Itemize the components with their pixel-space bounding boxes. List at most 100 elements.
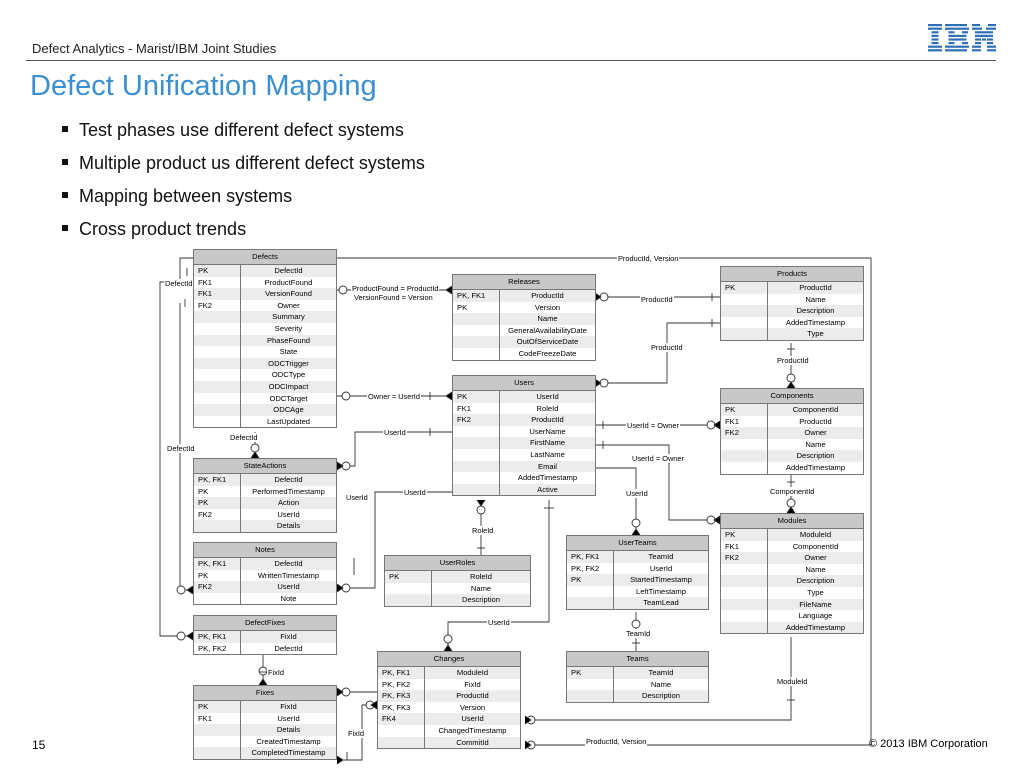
ibm-logo <box>928 24 996 52</box>
key-cell: FK2 <box>721 552 768 564</box>
entity-row: Note <box>194 592 336 605</box>
entity-header: DefectFixes <box>194 616 336 631</box>
key-cell: FK1 <box>453 402 500 415</box>
field-cell: Version <box>459 702 486 712</box>
key-cell: PK, FK3 <box>378 690 425 702</box>
entity-row: TeamLead <box>567 597 708 609</box>
field-cell: ModuleId <box>799 530 832 539</box>
key-cell <box>721 575 768 587</box>
field-cell: FirstName <box>529 438 566 448</box>
field-cell: WrittenTimestamp <box>257 570 320 580</box>
entity-row: Details <box>194 724 336 736</box>
field-cell: PhaseFound <box>266 335 311 345</box>
entity-row: Description <box>721 575 863 587</box>
field-cell: AddedTimestamp <box>785 317 846 327</box>
rel-label: ProductId, Version <box>585 737 648 746</box>
field-cell: DefectId <box>274 266 303 275</box>
field-cell: Description <box>642 691 680 701</box>
field-cell: DefectId <box>274 475 303 484</box>
key-cell <box>567 678 614 691</box>
key-cell <box>194 415 241 428</box>
copyright: © 2013 IBM Corporation <box>869 738 988 750</box>
key-cell <box>385 594 432 606</box>
field-cell: Version <box>534 302 561 312</box>
key-cell <box>453 460 500 473</box>
entity-row: ODCAge <box>194 404 336 416</box>
key-cell <box>194 357 241 370</box>
entity-row: Active <box>453 483 595 496</box>
field-cell: Name <box>805 439 826 449</box>
entity-row: AddedTimestamp <box>453 472 595 484</box>
field-cell: Type <box>807 587 824 597</box>
entity-row: AddedTimestamp <box>721 461 863 474</box>
field-cell: ProductId <box>531 291 564 300</box>
key-cell <box>194 724 241 736</box>
key-cell: FK1 <box>194 276 241 289</box>
field-cell: ODCTarget <box>269 393 308 403</box>
field-cell: ProductId <box>531 415 564 425</box>
entity-row: State <box>194 346 336 358</box>
entity-row: Name <box>453 313 595 325</box>
field-cell: ModuleId <box>456 668 489 677</box>
entity-header: Releases <box>453 275 595 290</box>
entity-row: GeneralAvailabilityDate <box>453 324 595 337</box>
field-cell: UserId <box>277 582 300 592</box>
key-cell: FK1 <box>194 288 241 300</box>
key-cell <box>453 313 500 325</box>
entity-row: PK, FK1 ModuleId <box>378 667 520 679</box>
key-cell <box>453 472 500 484</box>
rel-label: Owner = UserId <box>367 392 421 401</box>
key-cell: PK <box>721 404 768 416</box>
entity-row: Type <box>721 586 863 599</box>
field-cell: Name <box>650 679 672 689</box>
entity-header: Components <box>721 389 863 404</box>
entity-row: LastName <box>453 448 595 461</box>
field-cell: PerformedTimestamp <box>252 486 325 496</box>
key-cell: PK, FK1 <box>194 631 241 643</box>
rel-label: DefectId <box>164 279 194 288</box>
header-divider <box>26 60 996 61</box>
field-cell: StartedTimestamp <box>630 575 692 585</box>
key-cell: PK, FK1 <box>378 667 425 679</box>
key-cell: PK, FK3 <box>378 701 425 714</box>
bullet-list: Test phases use different defect systems… <box>62 114 425 246</box>
entity-row: Name <box>385 582 530 595</box>
key-cell <box>453 437 500 449</box>
field-cell: Details <box>276 725 301 735</box>
field-cell: Note <box>280 593 297 603</box>
header-subtitle: Defect Analytics - Marist/IBM Joint Stud… <box>32 41 277 56</box>
field-cell: ODCType <box>271 370 306 380</box>
entity-header: Products <box>721 267 863 282</box>
entity-row: Name <box>567 678 708 691</box>
key-cell: PK, FK2 <box>378 678 425 691</box>
entity-row: OutOfServiceDate <box>453 336 595 348</box>
field-cell: Type <box>807 329 824 339</box>
field-cell: CompletedTimestamp <box>251 748 326 758</box>
rel-label: ComponentId <box>769 487 816 496</box>
entity-row: AddedTimestamp <box>721 621 863 634</box>
key-cell <box>194 322 241 335</box>
key-cell: PK <box>721 282 768 294</box>
entity-row: CommitId <box>378 736 520 749</box>
key-cell <box>194 392 241 405</box>
key-cell <box>453 336 500 348</box>
key-cell <box>194 404 241 416</box>
